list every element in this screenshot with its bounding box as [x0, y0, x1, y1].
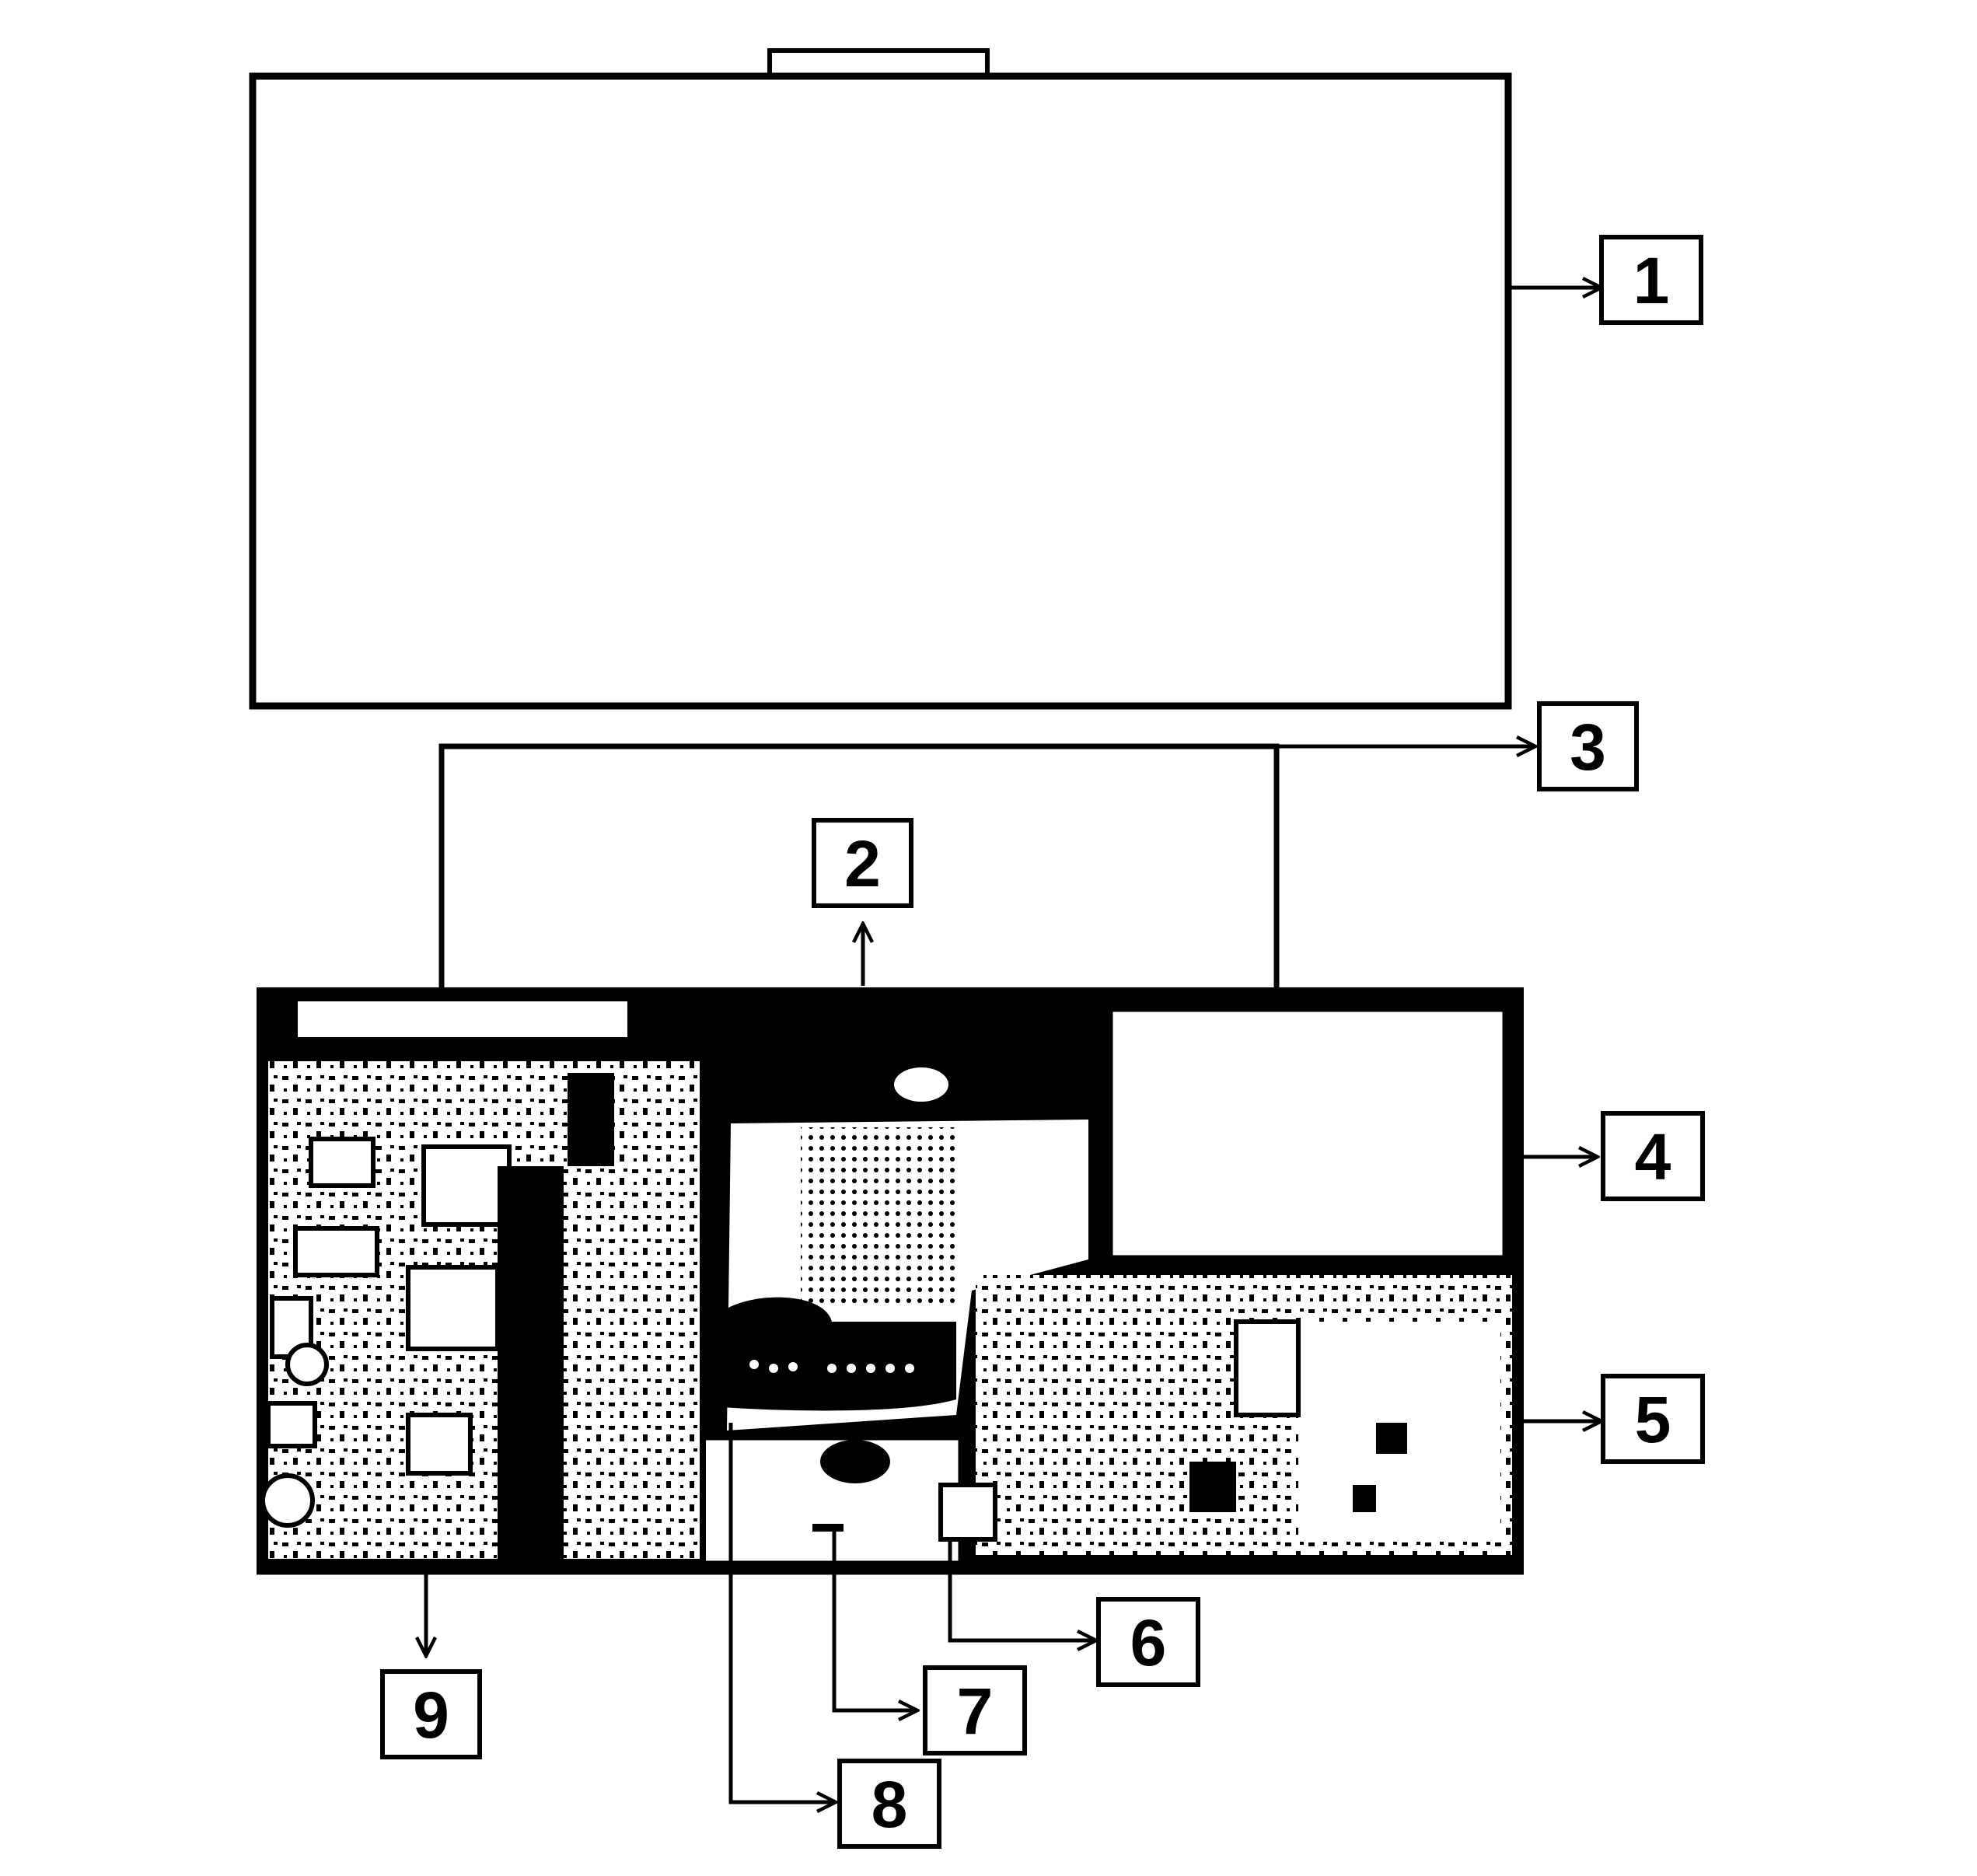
- callout-8: 8: [837, 1759, 941, 1849]
- component-7-crystal: [820, 1440, 890, 1483]
- leader-6: [948, 1539, 1096, 1640]
- board-black-strip: [498, 1166, 564, 1559]
- leader-7: [832, 1532, 917, 1710]
- callout-number: 5: [1635, 1383, 1671, 1456]
- callout-box: [1096, 1597, 1200, 1687]
- callout-number: 8: [871, 1768, 908, 1841]
- callout-number: 1: [1633, 244, 1670, 317]
- callout-number: 3: [1570, 711, 1606, 784]
- center-highlight: [894, 1067, 948, 1102]
- callout-number: 9: [413, 1679, 449, 1752]
- callout-box: [812, 818, 913, 908]
- power-chip: [1353, 1485, 1376, 1512]
- processor-dot-grid: [801, 1127, 956, 1306]
- chip: [406, 1413, 473, 1476]
- power-chip: [1234, 1319, 1301, 1417]
- processor-bracket: [719, 1297, 956, 1411]
- display-panel: [249, 72, 1512, 710]
- callout-box: [837, 1759, 941, 1849]
- chip: [406, 1265, 500, 1351]
- chip: [266, 1401, 317, 1448]
- processor-pins: [749, 1360, 914, 1373]
- connector-strip: [293, 997, 632, 1042]
- chip: [309, 1137, 375, 1188]
- center-black-block: [700, 995, 1096, 1127]
- chip: [421, 1144, 512, 1227]
- callout-number: 4: [1635, 1120, 1671, 1193]
- power-chip: [1376, 1423, 1407, 1454]
- capacitor: [285, 1343, 329, 1386]
- board-black-strip: [568, 1073, 614, 1166]
- callout-box: [380, 1669, 482, 1759]
- callout-1: 1: [1599, 235, 1703, 325]
- leader-8: [728, 1423, 836, 1802]
- chip: [293, 1226, 379, 1277]
- callout-number: 2: [844, 827, 881, 900]
- callout-box: [1601, 1374, 1705, 1464]
- callout-9: 9: [380, 1669, 482, 1759]
- callout-7: 7: [923, 1665, 1027, 1755]
- power-chip: [1189, 1462, 1236, 1512]
- board-chips: [260, 1137, 512, 1528]
- callout-5: 5: [1601, 1374, 1705, 1464]
- callout-number: 6: [1130, 1606, 1167, 1679]
- leader-lines: [426, 288, 1602, 1802]
- callout-box: [1601, 1111, 1705, 1201]
- display-unit: [249, 48, 1512, 710]
- callout-6: 6: [1096, 1597, 1200, 1687]
- display-top-tab: [767, 48, 990, 79]
- callout-4: 4: [1601, 1111, 1705, 1201]
- callout-labels: 1 2 3 4 5 6 78 9: [380, 235, 1705, 1849]
- callout-2: 2: [812, 818, 913, 908]
- cable-3: [438, 743, 1280, 1009]
- component-7-pad: [812, 1524, 844, 1532]
- callout-3: 3: [1537, 701, 1639, 791]
- circuit-board: [257, 987, 1524, 1575]
- component-6-block: [938, 1483, 997, 1542]
- callout-number: 7: [957, 1675, 994, 1748]
- callout-box: [923, 1665, 1027, 1755]
- capacitor: [260, 1473, 315, 1528]
- callout-box: [1537, 701, 1639, 791]
- callout-box: [1599, 235, 1703, 325]
- inner-panel: [1107, 1006, 1508, 1261]
